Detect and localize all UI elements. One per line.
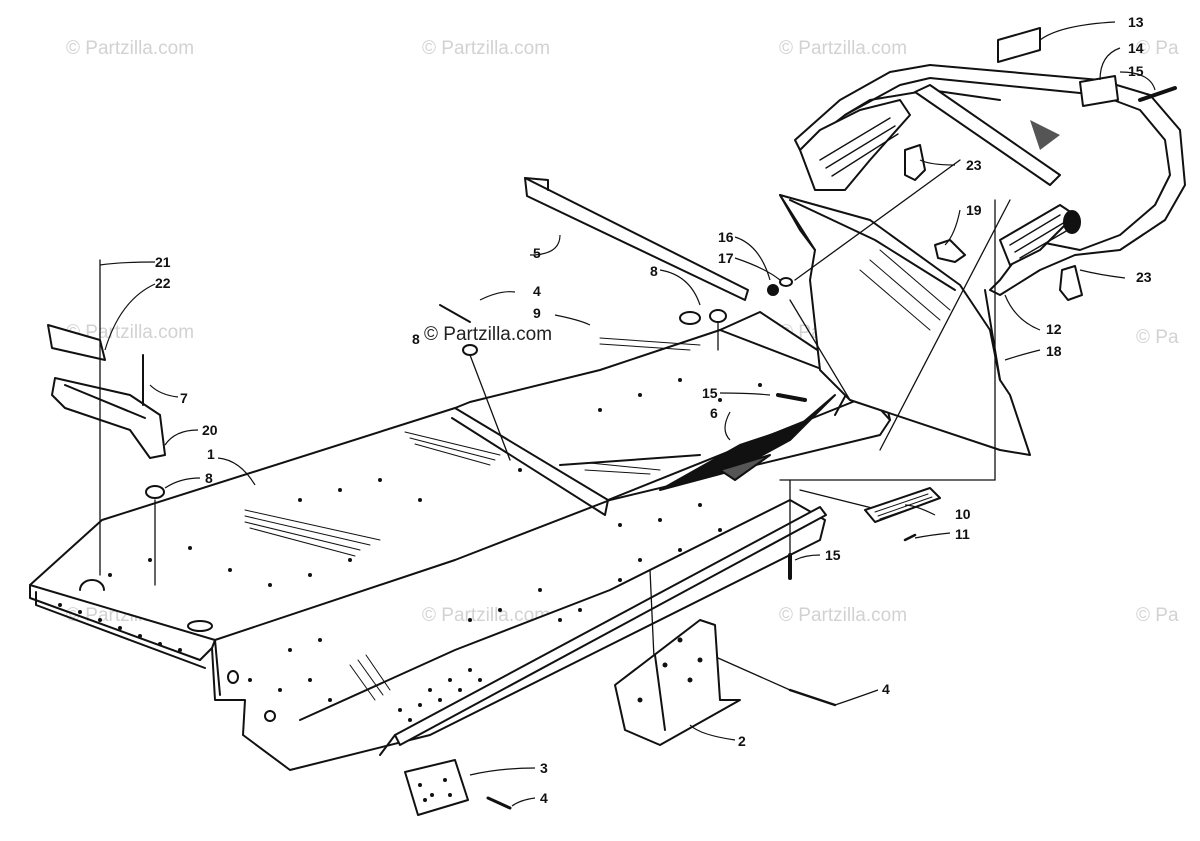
- callout-4-bottom: 4: [540, 790, 548, 806]
- watermark-low-edge: © Pa: [1136, 605, 1179, 626]
- callout-2: 2: [738, 733, 746, 749]
- callout-4-top: 4: [533, 283, 541, 299]
- bracket-2: [614, 619, 741, 746]
- callout-23-right: 23: [1136, 269, 1152, 285]
- decal-14: [1079, 75, 1119, 107]
- decal-13: [997, 27, 1041, 63]
- watermark-low-right: © Partzilla.com: [779, 605, 908, 626]
- callout-1: 1: [207, 446, 215, 462]
- callout-13: 13: [1128, 14, 1144, 30]
- callout-7: 7: [180, 390, 188, 406]
- watermark-top-left: © Partzilla.com: [66, 38, 195, 59]
- callout-9: 9: [533, 305, 541, 321]
- watermark-top-edge: © Pa: [1136, 38, 1179, 59]
- callout-8-mid: 8: [412, 331, 420, 347]
- callout-5: 5: [533, 245, 541, 261]
- callout-8-left: 8: [205, 470, 213, 486]
- plate-3: [404, 759, 469, 816]
- callout-20: 20: [202, 422, 218, 438]
- callout-16: 16: [718, 229, 734, 245]
- callout-11: 11: [955, 526, 970, 542]
- callout-10: 10: [955, 506, 971, 522]
- watermark-top-center: © Partzilla.com: [422, 38, 551, 59]
- callout-15-top: 15: [1128, 63, 1144, 79]
- plate-22: [47, 324, 106, 361]
- callout-19: 19: [966, 202, 982, 218]
- callout-22: 22: [155, 275, 171, 291]
- tunnel-part: [29, 311, 891, 771]
- reflector-10: [864, 487, 941, 523]
- callout-3: 3: [540, 760, 548, 776]
- callout-21: 21: [155, 254, 171, 270]
- callout-15-mid: 15: [702, 385, 718, 401]
- callout-14: 14: [1128, 40, 1144, 56]
- callout-15-low: 15: [825, 547, 841, 563]
- callout-6: 6: [710, 405, 718, 421]
- watermark-mid-left: © Partzilla.com: [66, 322, 195, 343]
- callout-17: 17: [718, 250, 734, 266]
- watermark-mid-edge: © Pa: [1136, 327, 1179, 348]
- callout-23-upper: 23: [966, 157, 982, 173]
- callout-12: 12: [1046, 321, 1062, 337]
- watermark-top-right: © Partzilla.com: [779, 38, 908, 59]
- strip-part: [524, 177, 749, 301]
- watermark-low-center: © Partzilla.com: [422, 605, 551, 626]
- callout-8-top: 8: [650, 263, 658, 279]
- watermark-center: © Partzilla.com: [424, 324, 553, 345]
- callout-4-right: 4: [882, 681, 890, 697]
- callout-18: 18: [1046, 343, 1062, 359]
- bracket-20: [51, 377, 166, 459]
